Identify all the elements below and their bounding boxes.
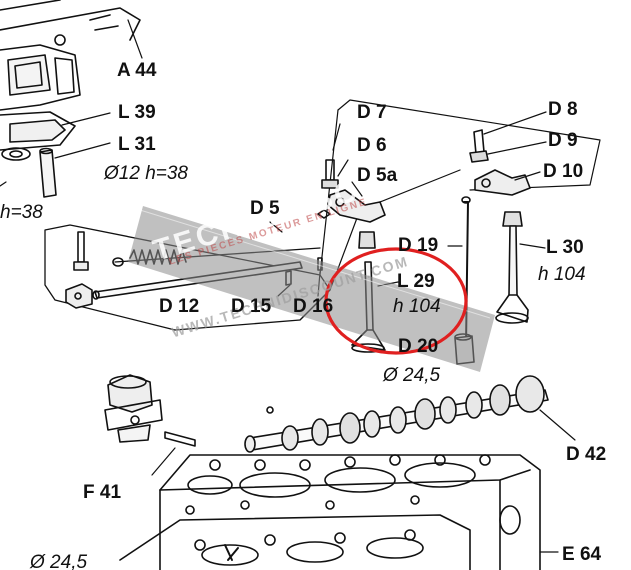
- label-a44: A 44: [117, 60, 157, 81]
- label-d9: D 9: [548, 130, 578, 151]
- label-d42: D 42: [566, 444, 607, 465]
- fuel-pump-f41: [104, 374, 196, 447]
- dimension-d20: Ø 24,5: [383, 365, 441, 386]
- rocker-arm-d10: [469, 129, 531, 196]
- dimension-left: h=38: [0, 202, 43, 223]
- label-l39: L 39: [118, 102, 156, 123]
- cylinder-head-cover-fragment: [0, 0, 141, 161]
- dimension-l29: h 104: [393, 296, 441, 317]
- dimension-l30: h 104: [538, 264, 586, 285]
- label-d5: D 5: [250, 198, 280, 219]
- label-d5a: D 5a: [357, 165, 398, 186]
- rocker-arm-d5a: [317, 159, 386, 223]
- valve-guide-l31: [39, 147, 57, 198]
- dimension-bottom-left: Ø 24,5: [30, 552, 88, 570]
- label-e64: E 64: [562, 544, 602, 565]
- label-d12: D 12: [159, 296, 200, 317]
- label-l31: L 31: [118, 134, 156, 155]
- label-d19: D 19: [398, 235, 439, 256]
- dimension-l31: Ø12 h=38: [104, 163, 188, 184]
- label-d6: D 6: [357, 135, 387, 156]
- valve-l30: [495, 211, 529, 324]
- label-d15: D 15: [231, 296, 272, 317]
- watermark-band: [128, 206, 495, 372]
- label-l29: L 29: [397, 271, 435, 292]
- label-d8: D 8: [548, 99, 578, 120]
- label-f41: F 41: [83, 482, 122, 503]
- bolt-left: [73, 231, 89, 271]
- label-d20: D 20: [398, 336, 439, 357]
- cylinder-block-e64: [119, 454, 541, 570]
- highlight-circle: [324, 247, 468, 355]
- label-d10: D 10: [543, 161, 584, 182]
- label-d7: D 7: [357, 102, 387, 123]
- camshaft-d42: [244, 375, 549, 453]
- label-d16: D 16: [293, 296, 334, 317]
- label-l30: L 30: [546, 237, 584, 258]
